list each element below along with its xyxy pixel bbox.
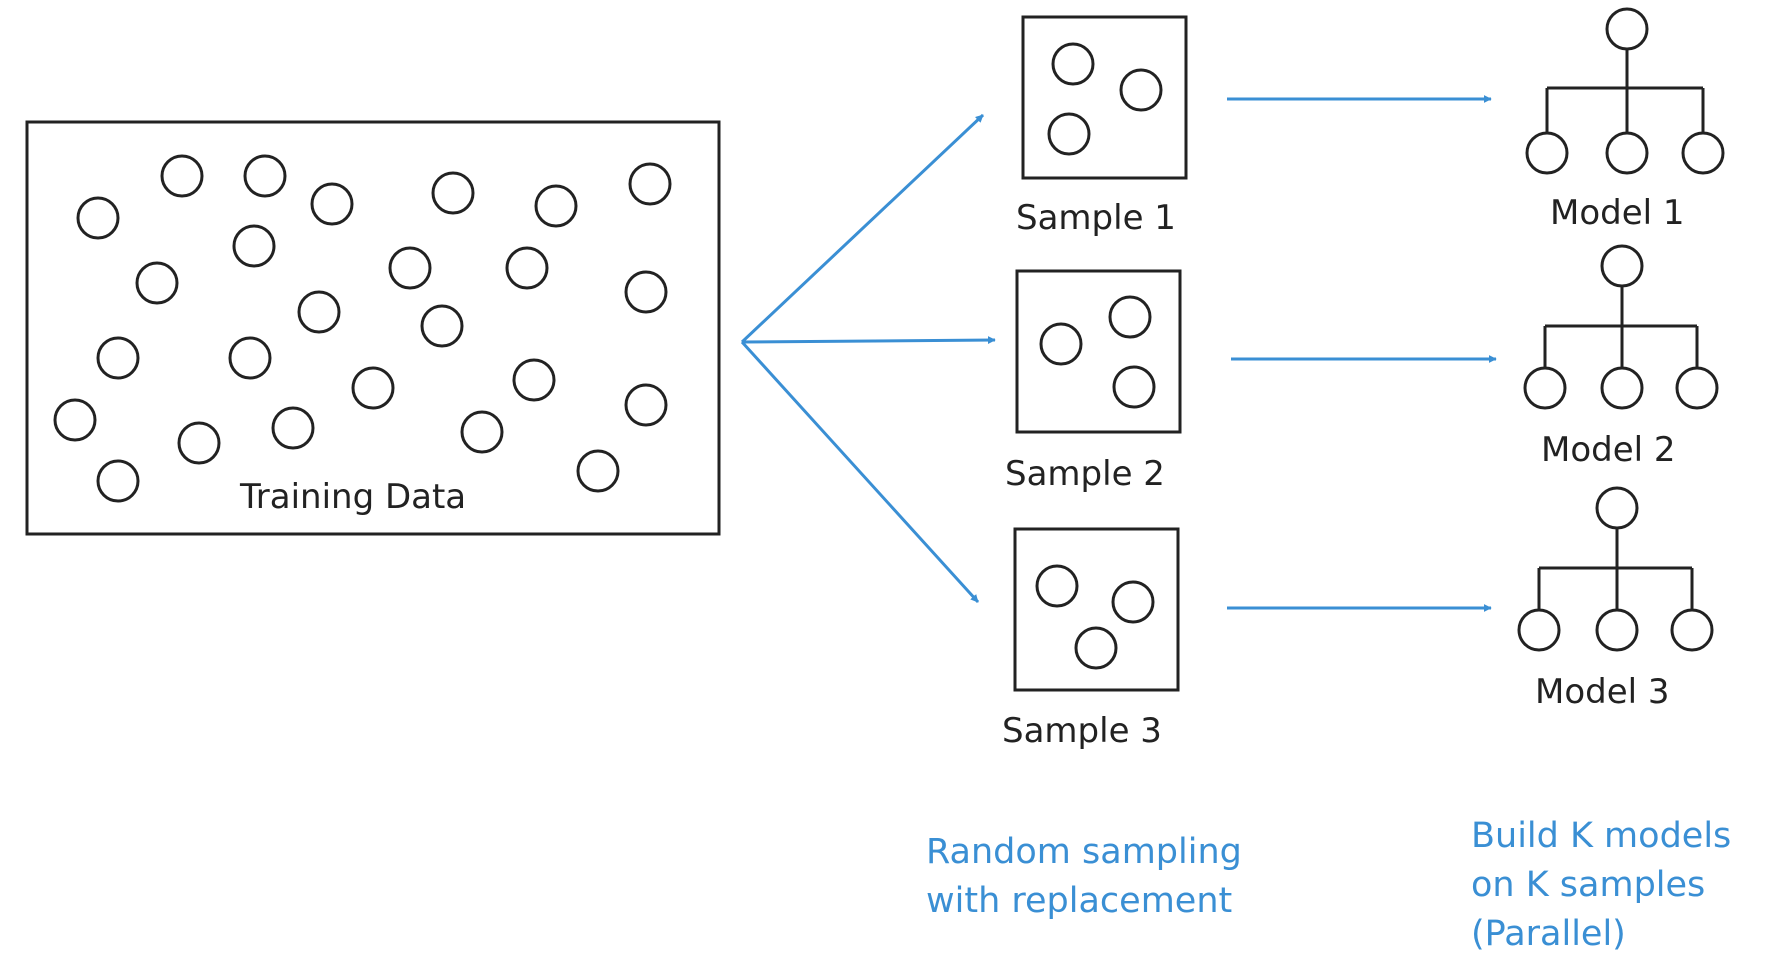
- model-2-label: Model 2: [1541, 430, 1676, 470]
- model-tree-2: [1523, 244, 1719, 410]
- sampling-caption-line-1: Random sampling: [926, 832, 1242, 872]
- training-data-label: Training Data: [240, 477, 467, 517]
- arrow-to-sample-1: [740, 113, 985, 344]
- sampling-caption: Random sampling with replacement: [926, 828, 1242, 926]
- training-data-points: [53, 154, 672, 503]
- sample-box-2: [1015, 269, 1182, 434]
- training-data-box: [25, 120, 721, 536]
- sample-2-label: Sample 2: [1005, 454, 1165, 494]
- sample-1-label: Sample 1: [1016, 198, 1176, 238]
- models-caption-line-3: (Parallel): [1471, 914, 1626, 954]
- model-3-label: Model 3: [1535, 672, 1670, 712]
- models-caption-line-1: Build K models: [1471, 816, 1732, 856]
- sampling-caption-line-2: with replacement: [926, 881, 1233, 921]
- sampling-arrows: [740, 113, 996, 604]
- model-tree-3: [1517, 486, 1714, 652]
- sample-box-3: [1013, 527, 1180, 692]
- model-1-label: Model 1: [1550, 193, 1685, 233]
- models-caption-line-2: on K samples: [1471, 865, 1706, 905]
- sample-3-label: Sample 3: [1002, 711, 1162, 751]
- arrow-to-sample-3: [740, 340, 980, 604]
- model-arrows: [1227, 95, 1497, 612]
- models-caption: Build K models on K samples (Parallel): [1471, 812, 1731, 959]
- sample-box-1: [1021, 15, 1188, 180]
- model-tree-1: [1525, 7, 1725, 175]
- arrow-to-sample-2: [741, 336, 996, 345]
